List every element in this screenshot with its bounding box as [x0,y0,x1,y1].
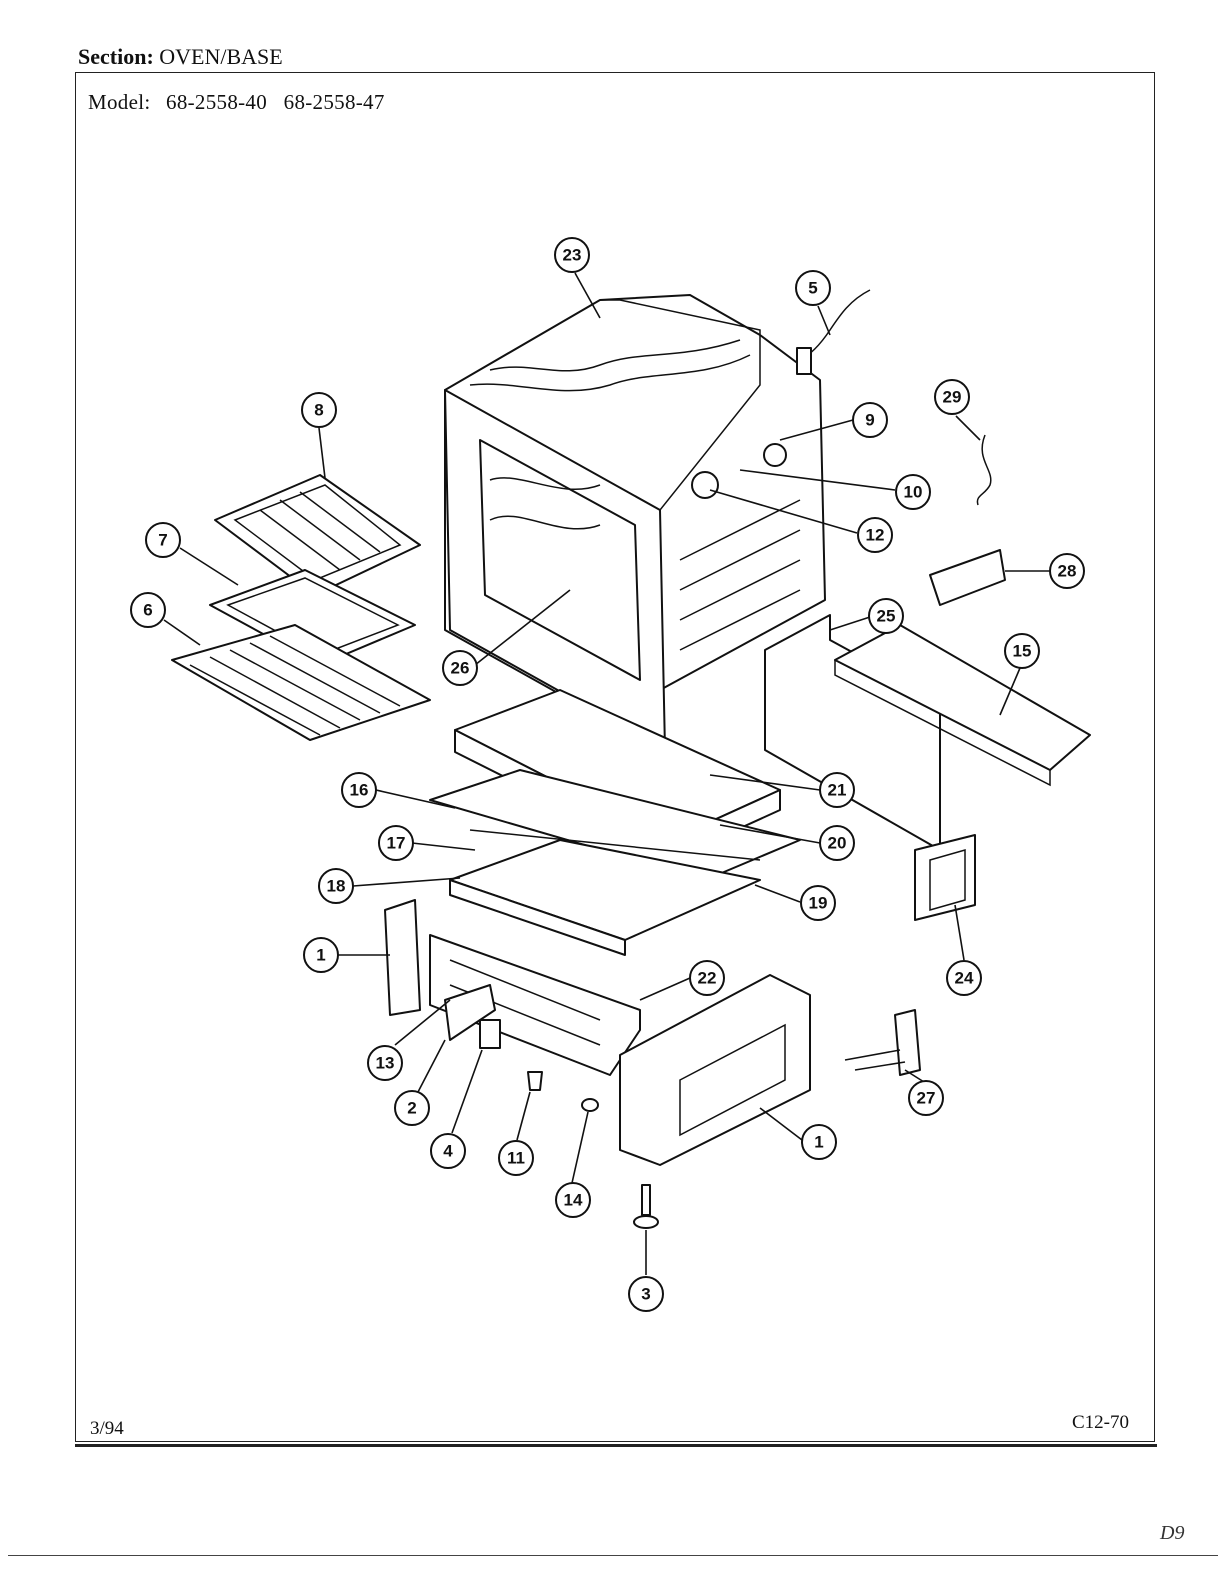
svg-text:4: 4 [443,1142,453,1161]
model-label: Model: [88,90,151,114]
callout-5: 5 [795,270,831,306]
wire-29-part [976,434,992,506]
svg-text:23: 23 [563,246,582,265]
footer-code: C12-70 [1072,1412,1129,1433]
hinge-27-part [844,1009,921,1076]
section-title: Section: OVEN/BASE [78,44,283,70]
model-numbers: 68-2558-40 68-2558-47 [166,90,385,114]
callout-24: 24 [946,960,982,996]
svg-text:28: 28 [1058,562,1077,581]
footer-date: 3/94 [90,1418,124,1439]
oven-cavity-part [444,294,826,751]
callout-28: 28 [1049,553,1085,589]
svg-text:22: 22 [698,969,717,988]
svg-text:27: 27 [917,1089,936,1108]
svg-text:10: 10 [904,483,923,502]
svg-text:15: 15 [1013,642,1032,661]
callout-26: 26 [442,650,478,686]
bracket-2-part [444,984,496,1041]
callout-22: 22 [689,960,725,996]
svg-text:18: 18 [327,877,346,896]
svg-text:17: 17 [387,834,406,853]
section-value: OVEN/BASE [159,44,283,69]
sensor-5-part [796,289,871,375]
section-label: Section: [78,44,154,69]
screw-11-part [527,1071,543,1091]
svg-text:26: 26 [451,659,470,678]
svg-text:13: 13 [376,1054,395,1073]
svg-text:8: 8 [314,401,323,420]
callout-1-right: 1 [801,1124,837,1160]
margin-mark: D9 [1160,1522,1185,1544]
callout-19: 19 [800,885,836,921]
callout-7: 7 [145,522,181,558]
svg-text:25: 25 [877,607,896,626]
base-side-right-part [619,974,811,1166]
callout-27: 27 [908,1080,944,1116]
footer-rule [75,1444,1157,1447]
svg-text:1: 1 [814,1133,823,1152]
callout-29: 29 [934,379,970,415]
model-line: Model: 68-2558-40 68-2558-47 [88,90,385,115]
callout-3: 3 [628,1276,664,1312]
callout-10: 10 [895,474,931,510]
callout-23: 23 [554,237,590,273]
broil-pan-part [214,474,421,596]
svg-text:24: 24 [955,969,974,988]
svg-text:3: 3 [641,1285,650,1304]
base-side-left-part [384,899,421,1016]
callout-2: 2 [394,1090,430,1126]
callout-12: 12 [857,517,893,553]
callout-11: 11 [498,1140,534,1176]
svg-text:16: 16 [350,781,369,800]
callout-1-left: 1 [303,937,339,973]
svg-text:2: 2 [407,1099,416,1118]
leader-lines [163,272,1050,1275]
callout-15: 15 [1004,633,1040,669]
broiler-drawer-part [449,839,761,956]
svg-text:19: 19 [809,894,828,913]
svg-text:14: 14 [564,1191,583,1210]
clip-4-part [479,1019,501,1049]
oven-rack-part [171,624,431,741]
diagram-frame [75,72,1155,1442]
svg-text:11: 11 [507,1149,525,1168]
bracket-28-part [929,549,1006,606]
callout-8: 8 [301,392,337,428]
callout-4: 4 [430,1133,466,1169]
callout-9: 9 [852,402,888,438]
rear-channel-part [834,624,1091,787]
leveling-leg-3-part [633,1184,659,1229]
svg-text:29: 29 [943,388,962,407]
callout-25: 25 [868,598,904,634]
svg-text:12: 12 [866,526,885,545]
screw-14-part [581,1098,599,1112]
svg-text:5: 5 [808,279,817,298]
callout-18: 18 [318,868,354,904]
svg-text:9: 9 [865,411,874,430]
page-bottom-rule [8,1555,1218,1556]
callout-21: 21 [819,772,855,808]
svg-text:20: 20 [828,834,847,853]
duct-24-part [914,834,976,921]
callout-14: 14 [555,1182,591,1218]
callout-20: 20 [819,825,855,861]
svg-text:1: 1 [316,946,325,965]
svg-text:7: 7 [158,531,167,550]
callout-16: 16 [341,772,377,808]
svg-text:6: 6 [143,601,152,620]
callout-6: 6 [130,592,166,628]
callout-17: 17 [378,825,414,861]
svg-text:21: 21 [828,781,847,800]
callout-13: 13 [367,1045,403,1081]
